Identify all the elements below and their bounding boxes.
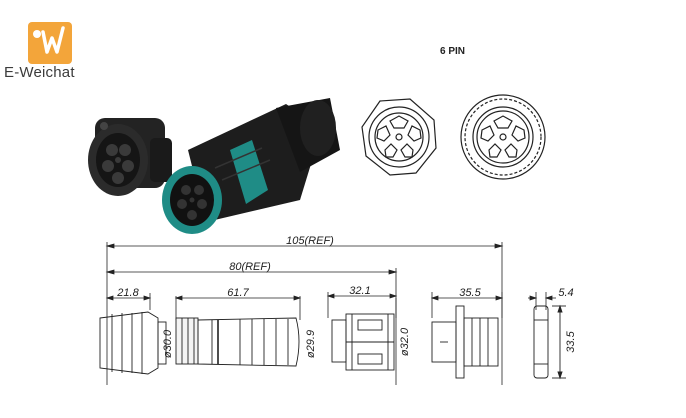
side-view-gland bbox=[99, 311, 167, 375]
label-socket-length: 32.1 bbox=[349, 285, 370, 297]
dimension-plug bbox=[174, 295, 302, 320]
label-plug-length: 61.7 bbox=[227, 287, 249, 299]
panel-socket-photo bbox=[88, 118, 172, 196]
front-view-plug bbox=[460, 94, 546, 180]
brand-name: E-Weichat bbox=[4, 64, 75, 81]
side-view-plug bbox=[175, 317, 300, 367]
w-logo-icon bbox=[33, 26, 65, 54]
logo-icon bbox=[28, 22, 72, 64]
dimension-panel-socket bbox=[430, 292, 504, 318]
label-flange-thickness: 5.4 bbox=[558, 287, 573, 299]
side-view-flange bbox=[533, 304, 566, 380]
dimension-socket bbox=[326, 292, 398, 318]
side-view-panel-socket bbox=[431, 305, 499, 379]
label-body-diameter: ø29.9 bbox=[305, 330, 317, 358]
dimension-body-length bbox=[105, 268, 398, 385]
label-flange-height: 33.5 bbox=[565, 330, 577, 352]
side-view-socket bbox=[331, 313, 395, 371]
label-total-length: 105(REF) bbox=[286, 235, 334, 247]
dimension-flange bbox=[528, 292, 556, 310]
label-socket-diameter: ø32.0 bbox=[399, 327, 411, 356]
label-plug-diameter: ø30.0 bbox=[162, 329, 174, 358]
label-panel-socket-length: 35.5 bbox=[459, 287, 481, 299]
dimension-gland bbox=[105, 293, 152, 310]
front-view-socket bbox=[361, 98, 437, 176]
label-gland-length: 21.8 bbox=[116, 287, 139, 299]
plug-connector-photo bbox=[162, 98, 340, 234]
label-body-length: 80(REF) bbox=[229, 261, 271, 273]
pin-count-title: 6 PIN bbox=[440, 46, 466, 57]
